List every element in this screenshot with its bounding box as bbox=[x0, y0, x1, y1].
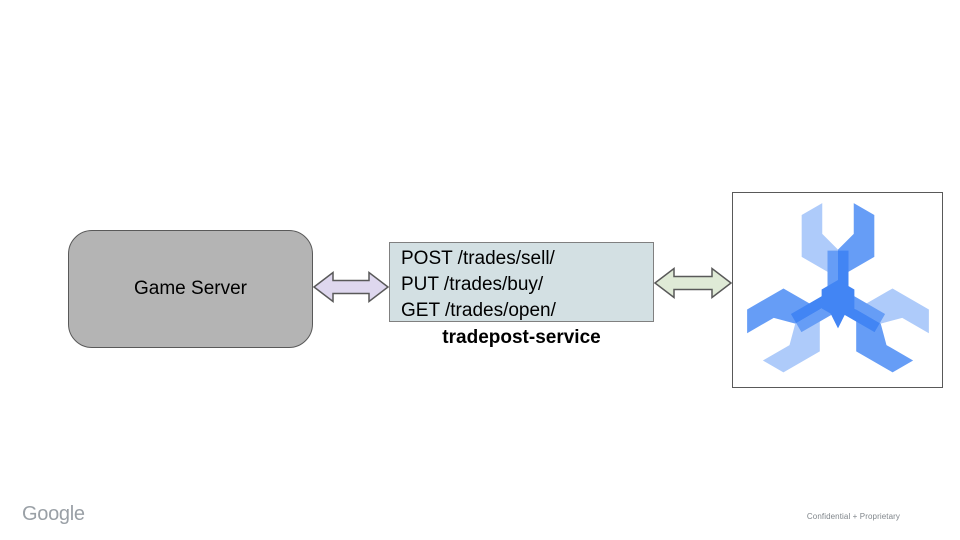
wrench-head-light-face bbox=[855, 288, 929, 334]
spanner-box bbox=[732, 192, 943, 388]
wrench-head-medium-face bbox=[746, 288, 820, 334]
left-double-arrow bbox=[312, 270, 390, 304]
wrench-center-junction-lower bbox=[823, 301, 852, 329]
cloud-spanner-icon bbox=[746, 203, 929, 373]
game-server-label: Game Server bbox=[134, 278, 247, 299]
api-line-put: PUT /trades/buy/ bbox=[401, 274, 544, 295]
api-line-post: POST /trades/sell/ bbox=[401, 248, 555, 269]
game-server-box: Game Server bbox=[68, 230, 313, 348]
api-line-get: GET /trades/open/ bbox=[401, 300, 556, 321]
confidential-note: Confidential + Proprietary bbox=[806, 512, 900, 521]
service-api-box: POST /trades/sell/ PUT /trades/buy/ GET … bbox=[389, 242, 654, 322]
left-double-arrow-shape bbox=[312, 270, 390, 304]
service-caption: tradepost-service bbox=[442, 327, 601, 348]
google-logo: Google bbox=[22, 503, 85, 525]
right-double-arrow-shape bbox=[653, 266, 733, 300]
right-double-arrow bbox=[653, 266, 733, 300]
